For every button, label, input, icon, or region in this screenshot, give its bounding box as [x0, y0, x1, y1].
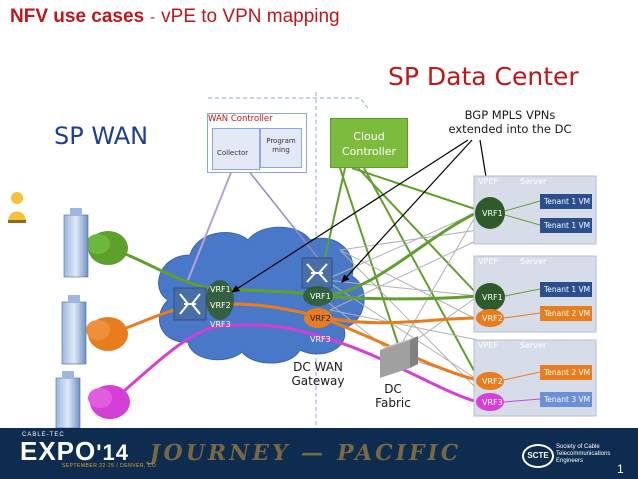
customer-site-2 [61, 295, 128, 365]
sp-data-center-label: SP Data Center [388, 62, 579, 91]
dc-wan-gateway-label: DC WAN Gateway [284, 360, 352, 388]
wan-controller-box: WAN Controller Collector Program ming [207, 113, 307, 173]
srv2-vrf1: VRF1 [482, 293, 503, 302]
vpe-vrf3: VRF3 [210, 320, 231, 329]
dc-wan-gateway-router [301, 257, 333, 328]
customer-site-3 [55, 371, 130, 429]
wan-controller-link-right [247, 169, 319, 259]
controller-dashed-link [208, 97, 369, 109]
callout-arrow-2 [341, 139, 473, 283]
bgp-callout-line2: extended into the DC [448, 122, 572, 136]
vrf2-orange-path [109, 302, 479, 336]
cloud-controller-links [324, 167, 479, 379]
footer-banner: JOURNEY — PACIFIC [147, 440, 464, 466]
tenant-vm-boxes [540, 194, 592, 407]
srv3-tenant-1: Tenant 2 VM [543, 368, 590, 377]
user-person-icon [8, 192, 26, 223]
srv1-vrf1: VRF1 [482, 209, 503, 218]
gw-vrf2: VRF2 [310, 314, 331, 323]
srv2-tenant-2: Tenant 2 VM [543, 309, 590, 318]
srv2-vpef-label: VPEF [478, 257, 498, 266]
gw-vrf1: VRF1 [310, 292, 331, 301]
srv2-tenant-1: Tenant 1 VM [543, 285, 590, 294]
server-headers: VPEF Server VPEF Server VPEF Server [478, 177, 547, 350]
cloud-controller-line1: Cloud [353, 130, 385, 143]
gateway-label-2: Gateway [291, 374, 345, 388]
vrf-labels: VRF1 VRF2 VRF3 VRF1 VRF2 VRF3 VRF1 VRF1 … [210, 209, 503, 407]
srv3-vrf3: VRF3 [482, 398, 503, 407]
srv1-vpef-label: VPEF [478, 177, 498, 186]
scte-line2: Telecommunications [556, 451, 611, 457]
title-rest: vPE to VPN mapping [161, 6, 340, 27]
expo-word: EXPO [20, 436, 97, 466]
vrf1-green-branch [317, 294, 479, 301]
tenant-labels: Tenant 1 VM Tenant 1 VM Tenant 1 VM Tena… [543, 197, 590, 404]
gw-vrf3: VRF3 [310, 335, 331, 344]
bgp-callout-line1: BGP MPLS VPNs [464, 108, 556, 122]
srv3-server-label: Server [520, 341, 547, 350]
vrf1-green-path [109, 210, 479, 298]
vrf3-magenta-path [115, 323, 479, 404]
customer-site-1 [63, 208, 128, 278]
scte-text: Society of Cable Telecommunications Engi… [556, 444, 616, 465]
wan-controller-link-left [187, 169, 233, 281]
srv3-vrf2: VRF2 [482, 377, 503, 386]
expo-date: SEPTEMBER 22-25 / DENVER, CO [62, 463, 157, 469]
sp-wan-label: SP WAN [54, 122, 149, 150]
fabric-label-2: Fabric [375, 396, 411, 410]
programming-label-1: Program [266, 137, 296, 145]
title-separator: - [150, 9, 156, 26]
expo-logo: EXPO'14 [20, 436, 129, 467]
bgp-callout: BGP MPLS VPNs extended into the DC [446, 108, 574, 136]
cloud-controller-line2: Controller [341, 145, 397, 158]
programming-label-2: ming [272, 146, 290, 154]
srv2-vrf2: VRF2 [482, 314, 503, 323]
server-tenant-links [503, 200, 541, 403]
title-bold: NFV use cases [10, 6, 145, 27]
scte-line3: Engineers [556, 458, 584, 464]
wan-controller-title: WAN Controller [208, 114, 273, 124]
vpe-router [173, 280, 234, 321]
slide-title: NFV use cases-vPE to VPN mapping [10, 6, 340, 28]
collector-label: Collector [217, 149, 249, 157]
vpe-vrf2: VRF2 [210, 301, 231, 310]
page-number: 1 [617, 462, 624, 476]
vrf-paths [109, 210, 479, 404]
srv2-server-label: Server [520, 257, 547, 266]
expo-top-text: CABLE-TEC [22, 432, 65, 438]
srv1-tenant-2: Tenant 1 VM [543, 221, 590, 230]
programming-box: Program ming [260, 128, 302, 168]
srv3-tenant-2: Tenant 3 VM [543, 395, 590, 404]
srv1-tenant-1: Tenant 1 VM [543, 197, 590, 206]
vpe-vrf1: VRF1 [210, 285, 231, 294]
gateway-label-1: DC WAN [293, 360, 343, 374]
collector-box: Collector [212, 128, 260, 170]
dc-fabric-switch [380, 336, 418, 378]
callout-arrow-1 [230, 139, 469, 293]
expo-year: '14 [96, 440, 129, 465]
scte-logo: SCTE [522, 444, 554, 468]
dc-fabric-label: DC Fabric [368, 382, 418, 410]
srv1-server-label: Server [520, 177, 547, 186]
fabric-label-1: DC [384, 382, 402, 396]
srv3-vpef-label: VPEF [478, 341, 498, 350]
scte-line1: Society of Cable [556, 444, 600, 450]
cloud-controller-box: Cloud Controller [330, 118, 408, 168]
